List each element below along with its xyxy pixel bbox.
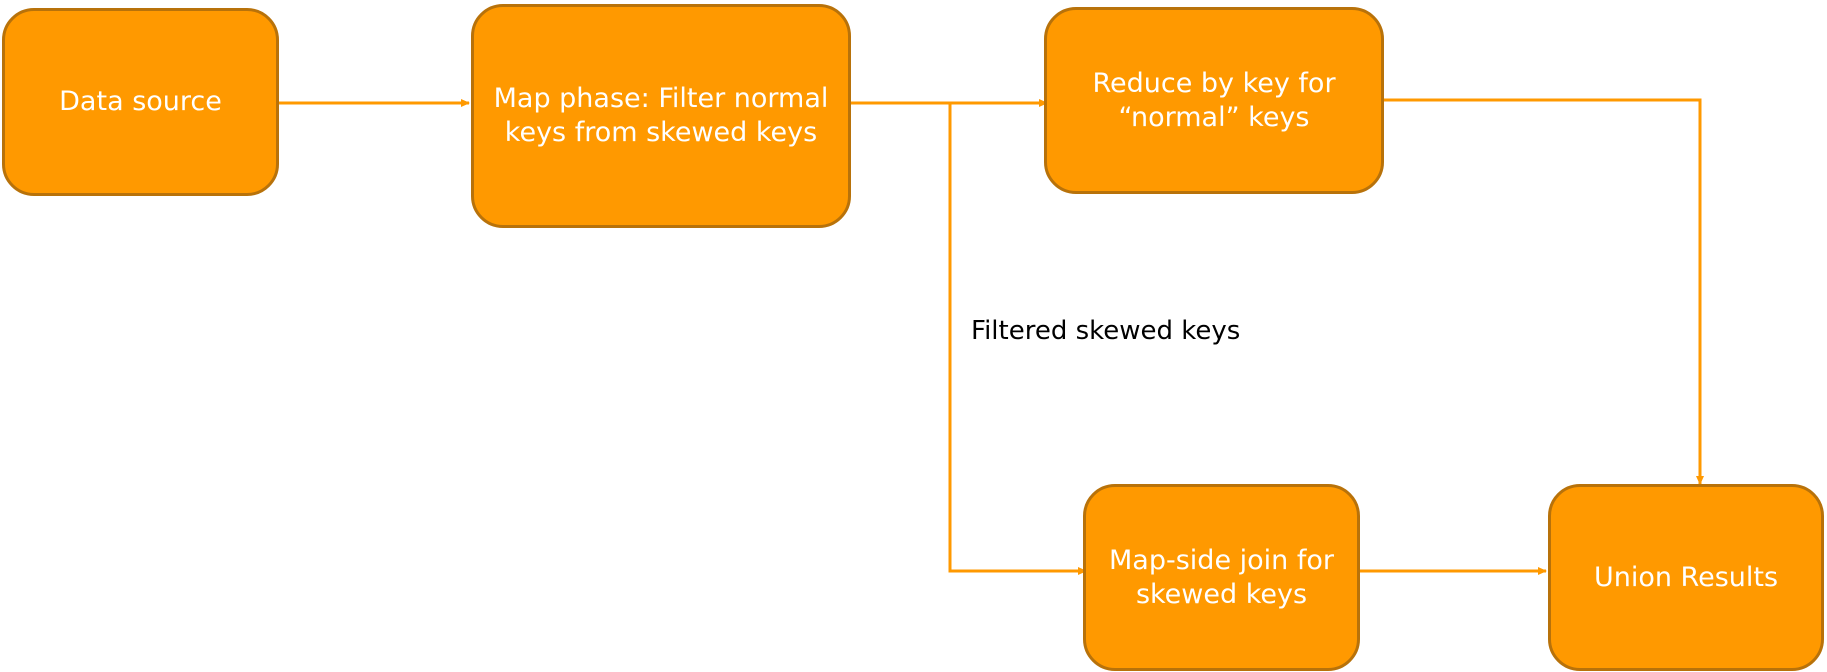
node-map-side-join-label: Map-side join for skewed keys xyxy=(1109,544,1334,610)
edge-label-filtered-skewed-keys: Filtered skewed keys xyxy=(971,316,1241,346)
node-map-phase-label: Map phase: Filter normal keys from skewe… xyxy=(493,83,829,148)
node-map-phase: Map phase: Filter normal keys from skewe… xyxy=(471,4,851,228)
arrow-reduce-to-union xyxy=(1384,98,1704,485)
node-data-source-label: Data source xyxy=(59,86,222,117)
arrow-skewed-branch-to-mapside-join xyxy=(948,103,1087,575)
node-reduce-by-key: Reduce by key for “normal” keys xyxy=(1044,7,1384,194)
node-map-side-join: Map-side join for skewed keys xyxy=(1083,484,1360,671)
node-union-results-label: Union Results xyxy=(1593,561,1779,593)
node-reduce-by-key-label: Reduce by key for “normal” keys xyxy=(1092,67,1336,133)
node-data-source: Data source xyxy=(2,8,279,196)
node-union-results: Union Results xyxy=(1548,484,1824,671)
